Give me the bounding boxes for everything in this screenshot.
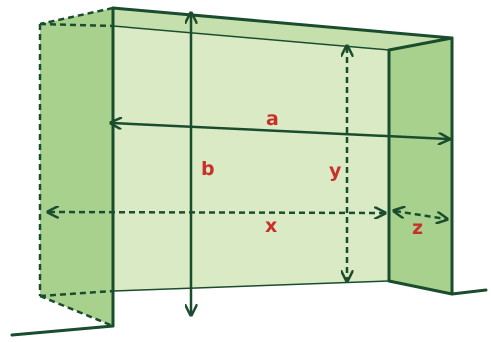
left-bottom-side-edge	[39, 294, 114, 328]
dashed-dimension-arrows	[49, 47, 446, 280]
label-a: a	[266, 108, 279, 130]
right-ground-bar	[387, 279, 454, 296]
left-back-top-edge	[39, 22, 114, 28]
hidden-edges	[38, 6, 114, 328]
arrow-x	[49, 212, 384, 213]
solid-dimension-arrows	[112, 14, 448, 314]
dimension-labels: a b y x z	[201, 108, 423, 239]
right-side-panel	[389, 38, 452, 294]
back-panel	[113, 26, 389, 291]
label-z: z	[412, 217, 423, 239]
frame-outline	[10, 6, 488, 337]
arrow-a	[112, 123, 448, 139]
left-ground-extension	[10, 324, 115, 337]
left-top-side-edge	[39, 6, 114, 26]
label-y: y	[329, 160, 342, 182]
right-ground-extension	[450, 288, 488, 296]
back-right-top-bar	[387, 36, 454, 52]
left-back-bottom-edge	[39, 289, 114, 298]
back-bottom-edge	[112, 280, 390, 292]
label-x: x	[265, 215, 277, 237]
front-crossbar	[111, 6, 454, 40]
arrow-z	[395, 211, 446, 219]
left-side-panel	[40, 8, 113, 326]
top-panel	[113, 8, 452, 50]
label-b: b	[201, 158, 215, 180]
